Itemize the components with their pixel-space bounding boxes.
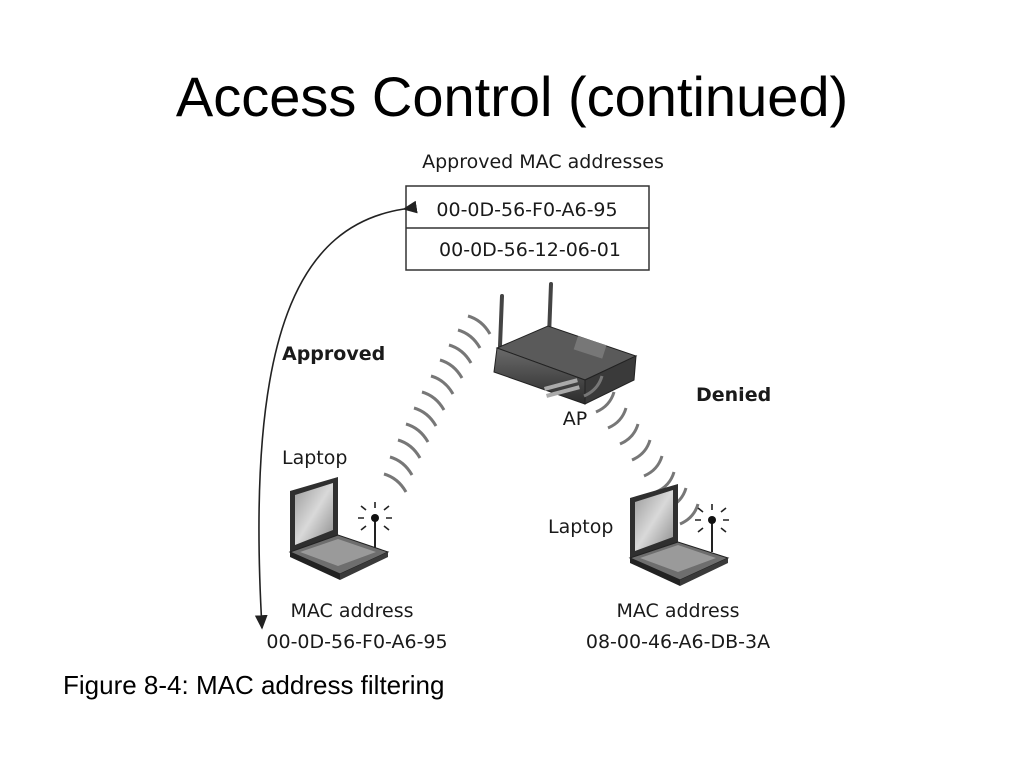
laptop-icon — [628, 484, 730, 586]
mac-address-caption: MAC address — [616, 600, 739, 622]
laptop-label: Laptop — [548, 516, 613, 538]
laptop-icon — [288, 477, 390, 580]
approved-label: Approved — [282, 343, 385, 365]
wireless-antenna-icon — [695, 504, 729, 552]
approved-mac-table: 00-0D-56-F0-A6-95 00-0D-56-12-06-01 — [405, 185, 650, 271]
lookup-arrow — [254, 200, 418, 630]
laptop-mac-value: 00-0D-56-F0-A6-95 — [266, 631, 447, 653]
denied-label: Denied — [696, 384, 771, 406]
slide-title: Access Control (continued) — [175, 65, 849, 128]
wireless-antenna-icon — [358, 502, 392, 548]
approved-mac-entry: 00-0D-56-F0-A6-95 — [436, 199, 617, 221]
approved-list-heading: Approved MAC addresses — [422, 151, 664, 173]
approved-signal-arcs — [383, 314, 492, 493]
laptop-mac-value: 08-00-46-A6-DB-3A — [586, 631, 770, 653]
laptop-label: Laptop — [282, 447, 347, 469]
approved-mac-entry: 00-0D-56-12-06-01 — [439, 239, 621, 261]
figure-caption: Figure 8-4: MAC address filtering — [63, 670, 445, 700]
mac-address-caption: MAC address — [290, 600, 413, 622]
access-point-icon — [493, 282, 638, 405]
access-point-label: AP — [563, 408, 587, 430]
